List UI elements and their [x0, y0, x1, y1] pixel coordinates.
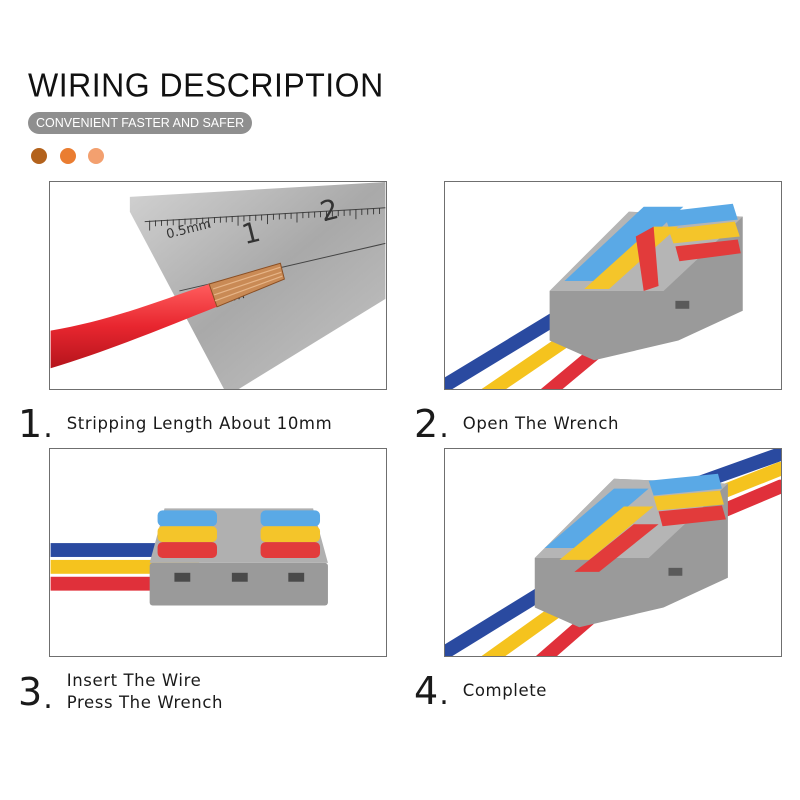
- page-title: WIRING DESCRIPTION: [28, 66, 384, 104]
- accent-dot-3: [88, 148, 104, 164]
- step-3-text-line-1: Insert The Wire: [66, 671, 202, 690]
- step-4-number: 4: [414, 669, 439, 713]
- accent-dot-2: [60, 148, 76, 164]
- step-1-number: 1: [18, 402, 43, 446]
- complete-illustration: [445, 449, 781, 656]
- step-3-number: 3: [18, 670, 43, 714]
- step-3-dot: .: [43, 681, 53, 716]
- step-2-text: Open The Wrench: [462, 414, 620, 433]
- step-1-text: Stripping Length About 10mm: [66, 414, 333, 433]
- subtitle-badge: CONVENIENT FASTER AND SAFER: [28, 112, 253, 134]
- panel-open-wrench: [444, 181, 782, 390]
- insert-wire-illustration: [50, 508, 328, 606]
- step-1-dot: .: [43, 410, 53, 445]
- step-2-dot: .: [439, 410, 449, 445]
- open-wrench-illustration: [445, 203, 743, 389]
- step-2-caption: 2 . Open The Wrench: [414, 405, 619, 443]
- step-4-text: Complete: [462, 681, 548, 700]
- step-4-dot: .: [439, 677, 449, 712]
- red-wire: [50, 284, 218, 369]
- step-4-caption: 4 . Complete: [414, 672, 547, 710]
- step-3-caption: 3 . Insert The Wire Press The Wrench: [18, 670, 223, 714]
- panel-insert-wire: [49, 448, 387, 657]
- panel-stripping: 0.5mm 1 2 mm: [49, 181, 387, 390]
- step-3-text-line-2: Press The Wrench: [66, 693, 224, 712]
- step-2-number: 2: [414, 402, 439, 446]
- accent-dot-1: [31, 148, 47, 164]
- connector-body: [149, 562, 328, 606]
- step-1-caption: 1 . Stripping Length About 10mm: [18, 405, 332, 443]
- panel-complete: [444, 448, 782, 657]
- open-lever: [635, 226, 659, 291]
- stripping-illustration: 0.5mm 1 2 mm: [50, 182, 386, 389]
